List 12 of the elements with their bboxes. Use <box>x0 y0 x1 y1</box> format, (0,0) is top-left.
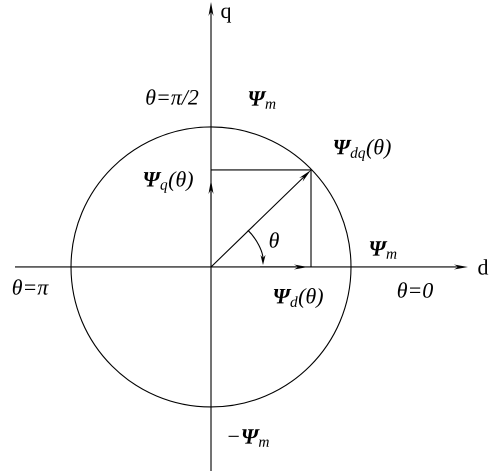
math-label: θ=π <box>12 279 49 295</box>
math-label: Ψ$_{m}$ <box>370 241 396 259</box>
math-label: −Ψ$_{m}$ <box>228 429 269 447</box>
math-label: Ψ$_{q}$(θ) <box>144 171 193 193</box>
math-label: q <box>221 7 232 23</box>
math-label: θ=0 <box>398 282 433 298</box>
math-label: d <box>478 259 488 275</box>
math-label: θ=π/2 <box>146 89 198 105</box>
math-label: θ <box>270 232 279 248</box>
math-label: Ψ$_{dq}$(θ) <box>334 138 391 162</box>
math-label: Ψ$_{d}$(θ) <box>274 288 323 308</box>
math-label: Ψ$_{m}$ <box>248 91 276 109</box>
